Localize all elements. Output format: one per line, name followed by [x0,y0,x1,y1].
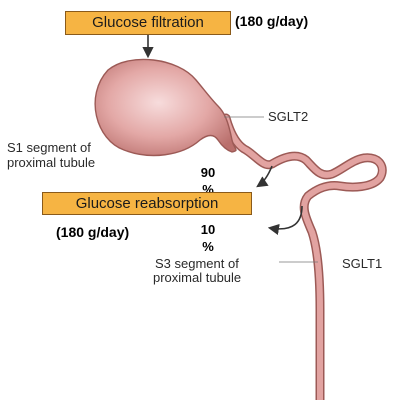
s3-percentage-unit: % [202,239,214,254]
s1-reabsorption-arrow [256,165,273,188]
glucose-filtration-label: Glucose filtration [92,14,204,31]
glucose-reabsorption-label: Glucose reabsorption [75,195,219,212]
s3-percentage-value: 10 [200,222,216,237]
tubule [223,115,386,400]
filtration-amount: (180 g/day) [235,13,309,29]
bowman-capsule [94,58,237,157]
s3-segment-label-line2: proximal tubule [153,270,242,285]
glucose-reabsorption-box: Glucose reabsorption [42,192,252,215]
s3-segment-label-line1: S3 segment of [155,256,239,271]
s3-reabsorption-arrow [267,205,303,235]
glucose-filtration-box: Glucose filtration [65,11,231,35]
sglt1-label: SGLT1 [342,256,383,271]
s1-percentage-value: 90 [200,165,216,180]
s1-segment-label-line1: S1 segment of [7,140,91,155]
s1-percentage-unit: % [202,182,214,197]
s1-segment-label-line2: proximal tubule [7,155,96,170]
sglt2-label: SGLT2 [268,109,309,124]
reabsorption-amount: (180 g/day) [56,224,130,240]
